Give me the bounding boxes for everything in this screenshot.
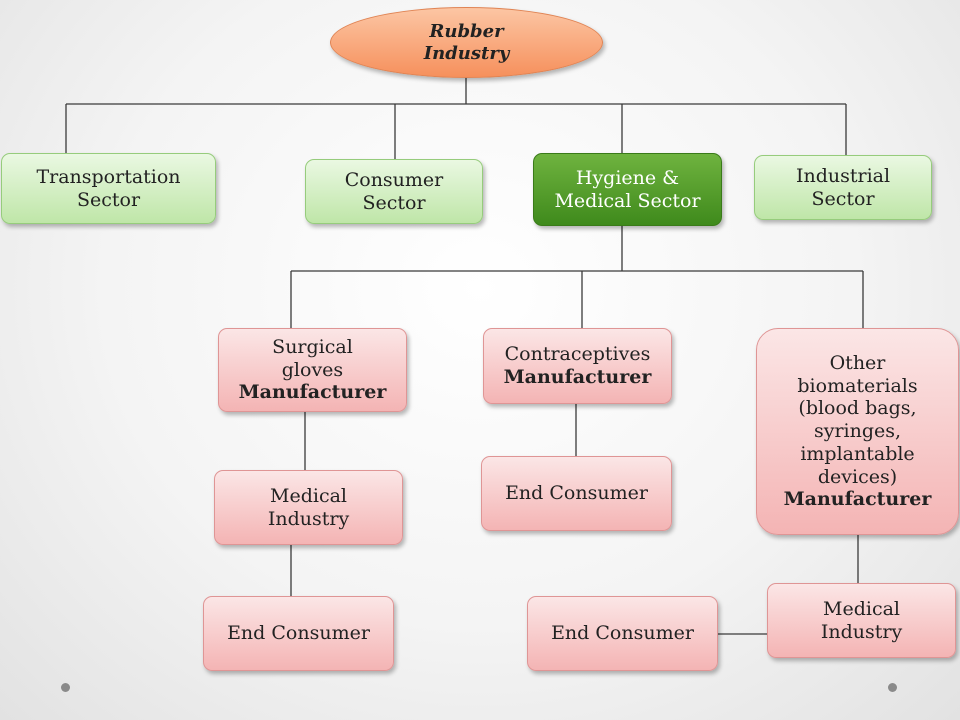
industrial-sector-node: Industrial Sector	[754, 155, 932, 220]
end-consumer-left-node: End Consumer	[203, 596, 394, 671]
surgical-gloves-manufacturer-label: Manufacturer	[238, 381, 387, 404]
other-biomaterials-manufacturer-node: Other biomaterials (blood bags, syringes…	[756, 328, 959, 535]
rubber-industry-node: Rubber Industry	[330, 7, 603, 78]
surgical-gloves-text: Surgical gloves Manufacturer	[239, 336, 387, 404]
medical-industry-right-node: Medical Industry	[767, 583, 956, 658]
end-consumer-contraceptives-label: End Consumer	[505, 482, 648, 505]
decorative-dot-left	[61, 683, 70, 692]
contraceptives-manufacturer-label: Manufacturer	[503, 366, 652, 388]
consumer-sector-label: Consumer Sector	[344, 168, 444, 214]
end-consumer-right-node: End Consumer	[527, 596, 718, 671]
end-consumer-right-label: End Consumer	[551, 622, 694, 645]
industrial-sector-label: Industrial Sector	[795, 164, 891, 210]
end-consumer-left-label: End Consumer	[227, 622, 370, 645]
other-biomaterials-text: Other biomaterials (blood bags, syringes…	[783, 352, 933, 512]
other-biomaterials-manufacturer-label: Manufacturer	[783, 488, 932, 511]
decorative-dot-right	[888, 683, 897, 692]
medical-industry-right-label: Medical Industry	[820, 597, 903, 643]
surgical-gloves-label: Surgical gloves	[272, 335, 353, 381]
consumer-sector-node: Consumer Sector	[305, 159, 483, 224]
hygiene-medical-sector-label: Hygiene & Medical Sector	[554, 166, 701, 212]
contraceptives-text: Contraceptives Manufacturer	[504, 343, 652, 389]
medical-industry-left-node: Medical Industry	[214, 470, 403, 545]
transportation-sector-node: Transportation Sector	[1, 153, 216, 224]
contraceptives-label: Contraceptives	[504, 343, 651, 366]
hygiene-medical-sector-node: Hygiene & Medical Sector	[533, 153, 722, 226]
other-biomaterials-label: Other biomaterials (blood bags, syringes…	[797, 351, 918, 488]
contraceptives-manufacturer-node: Contraceptives Manufacturer	[483, 328, 672, 404]
rubber-industry-label: Rubber Industry	[423, 20, 510, 64]
surgical-gloves-manufacturer-node: Surgical gloves Manufacturer	[218, 328, 407, 412]
transportation-sector-label: Transportation Sector	[36, 165, 181, 211]
end-consumer-contraceptives-node: End Consumer	[481, 456, 672, 531]
medical-industry-left-label: Medical Industry	[267, 484, 350, 530]
